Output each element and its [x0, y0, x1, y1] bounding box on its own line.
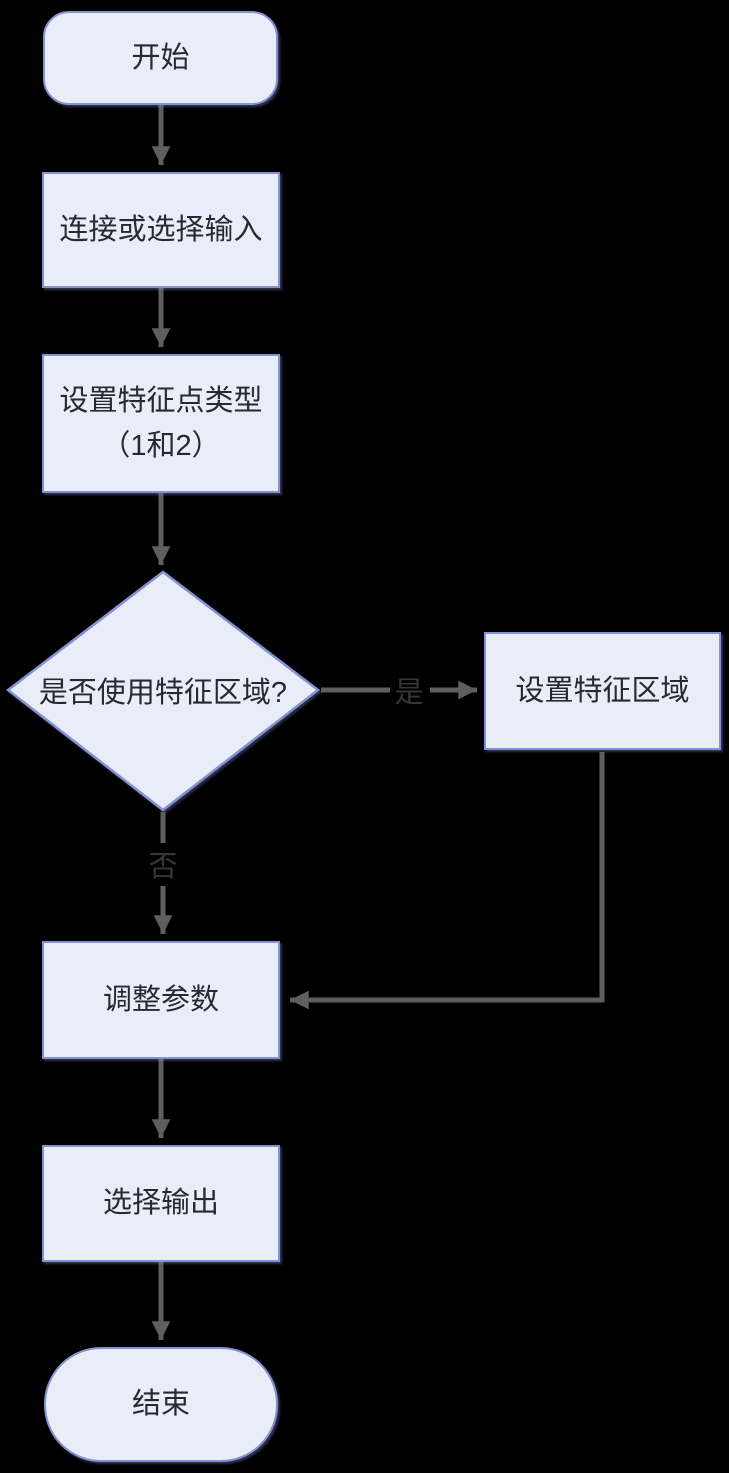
node-set-type: 设置特征点类型 （1和2）	[42, 354, 280, 493]
node-end-label: 结束	[131, 1388, 190, 1421]
node-output-label: 选择输出	[102, 1187, 219, 1220]
node-set-type-label-line2: （1和2）	[101, 429, 221, 462]
node-end: 结束	[44, 1347, 278, 1462]
edge-region-to-adjust	[290, 752, 605, 1010]
node-set-region: 设置特征区域	[484, 632, 721, 750]
node-set-type-label-line1: 设置特征点类型	[59, 384, 263, 417]
node-start: 开始	[43, 11, 278, 105]
edge-label-no: 否	[148, 851, 178, 883]
node-adjust: 调整参数	[42, 941, 280, 1059]
node-input: 连接或选择输入	[42, 172, 280, 288]
node-set-region-label: 设置特征区域	[515, 674, 690, 707]
node-input-label: 连接或选择输入	[59, 213, 263, 246]
node-start-label: 开始	[131, 41, 190, 74]
node-decision-label: 是否使用特征区域?	[38, 677, 288, 709]
decision-diamond	[5, 570, 321, 812]
node-output: 选择输出	[42, 1145, 280, 1262]
edge-label-yes: 是	[394, 677, 424, 709]
node-adjust-label: 调整参数	[102, 983, 219, 1016]
